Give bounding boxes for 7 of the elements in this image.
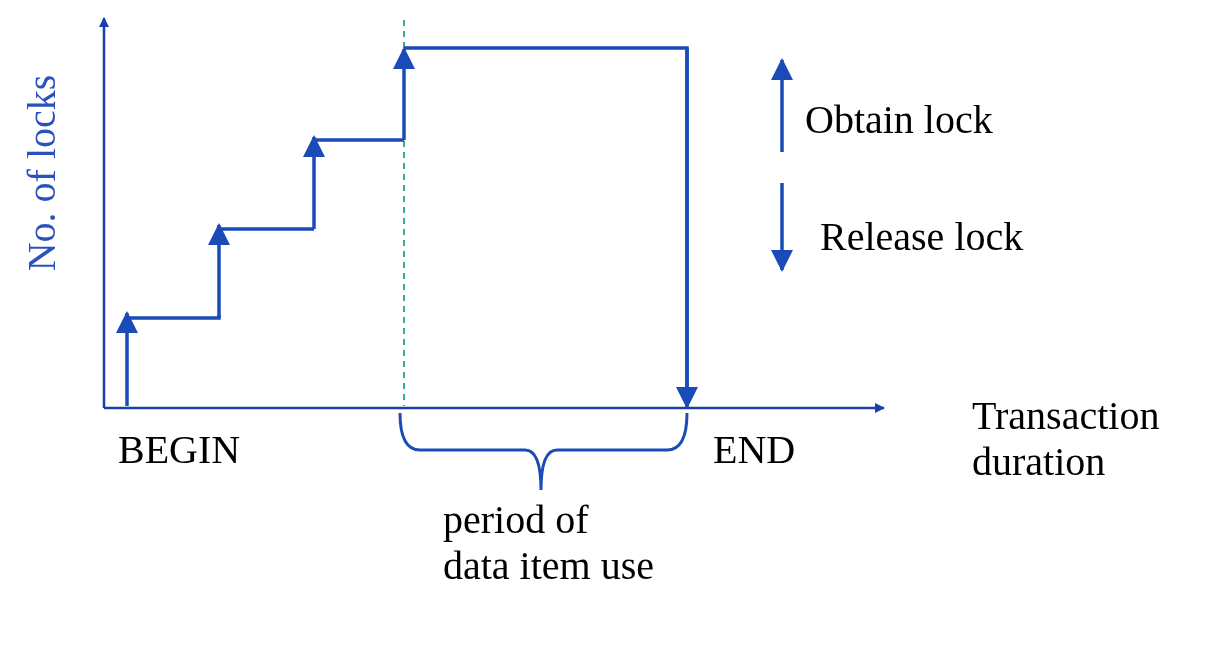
legend-text: Release lock — [820, 214, 1024, 260]
axis-label: END — [713, 427, 797, 473]
axis-title: No. of locks — [19, 73, 65, 274]
legend-text: Obtain lock — [805, 97, 993, 143]
axis-label: BEGIN — [118, 427, 242, 473]
bracket-label: period of data item use — [443, 497, 656, 589]
axis-title: Transaction duration — [972, 393, 1161, 485]
